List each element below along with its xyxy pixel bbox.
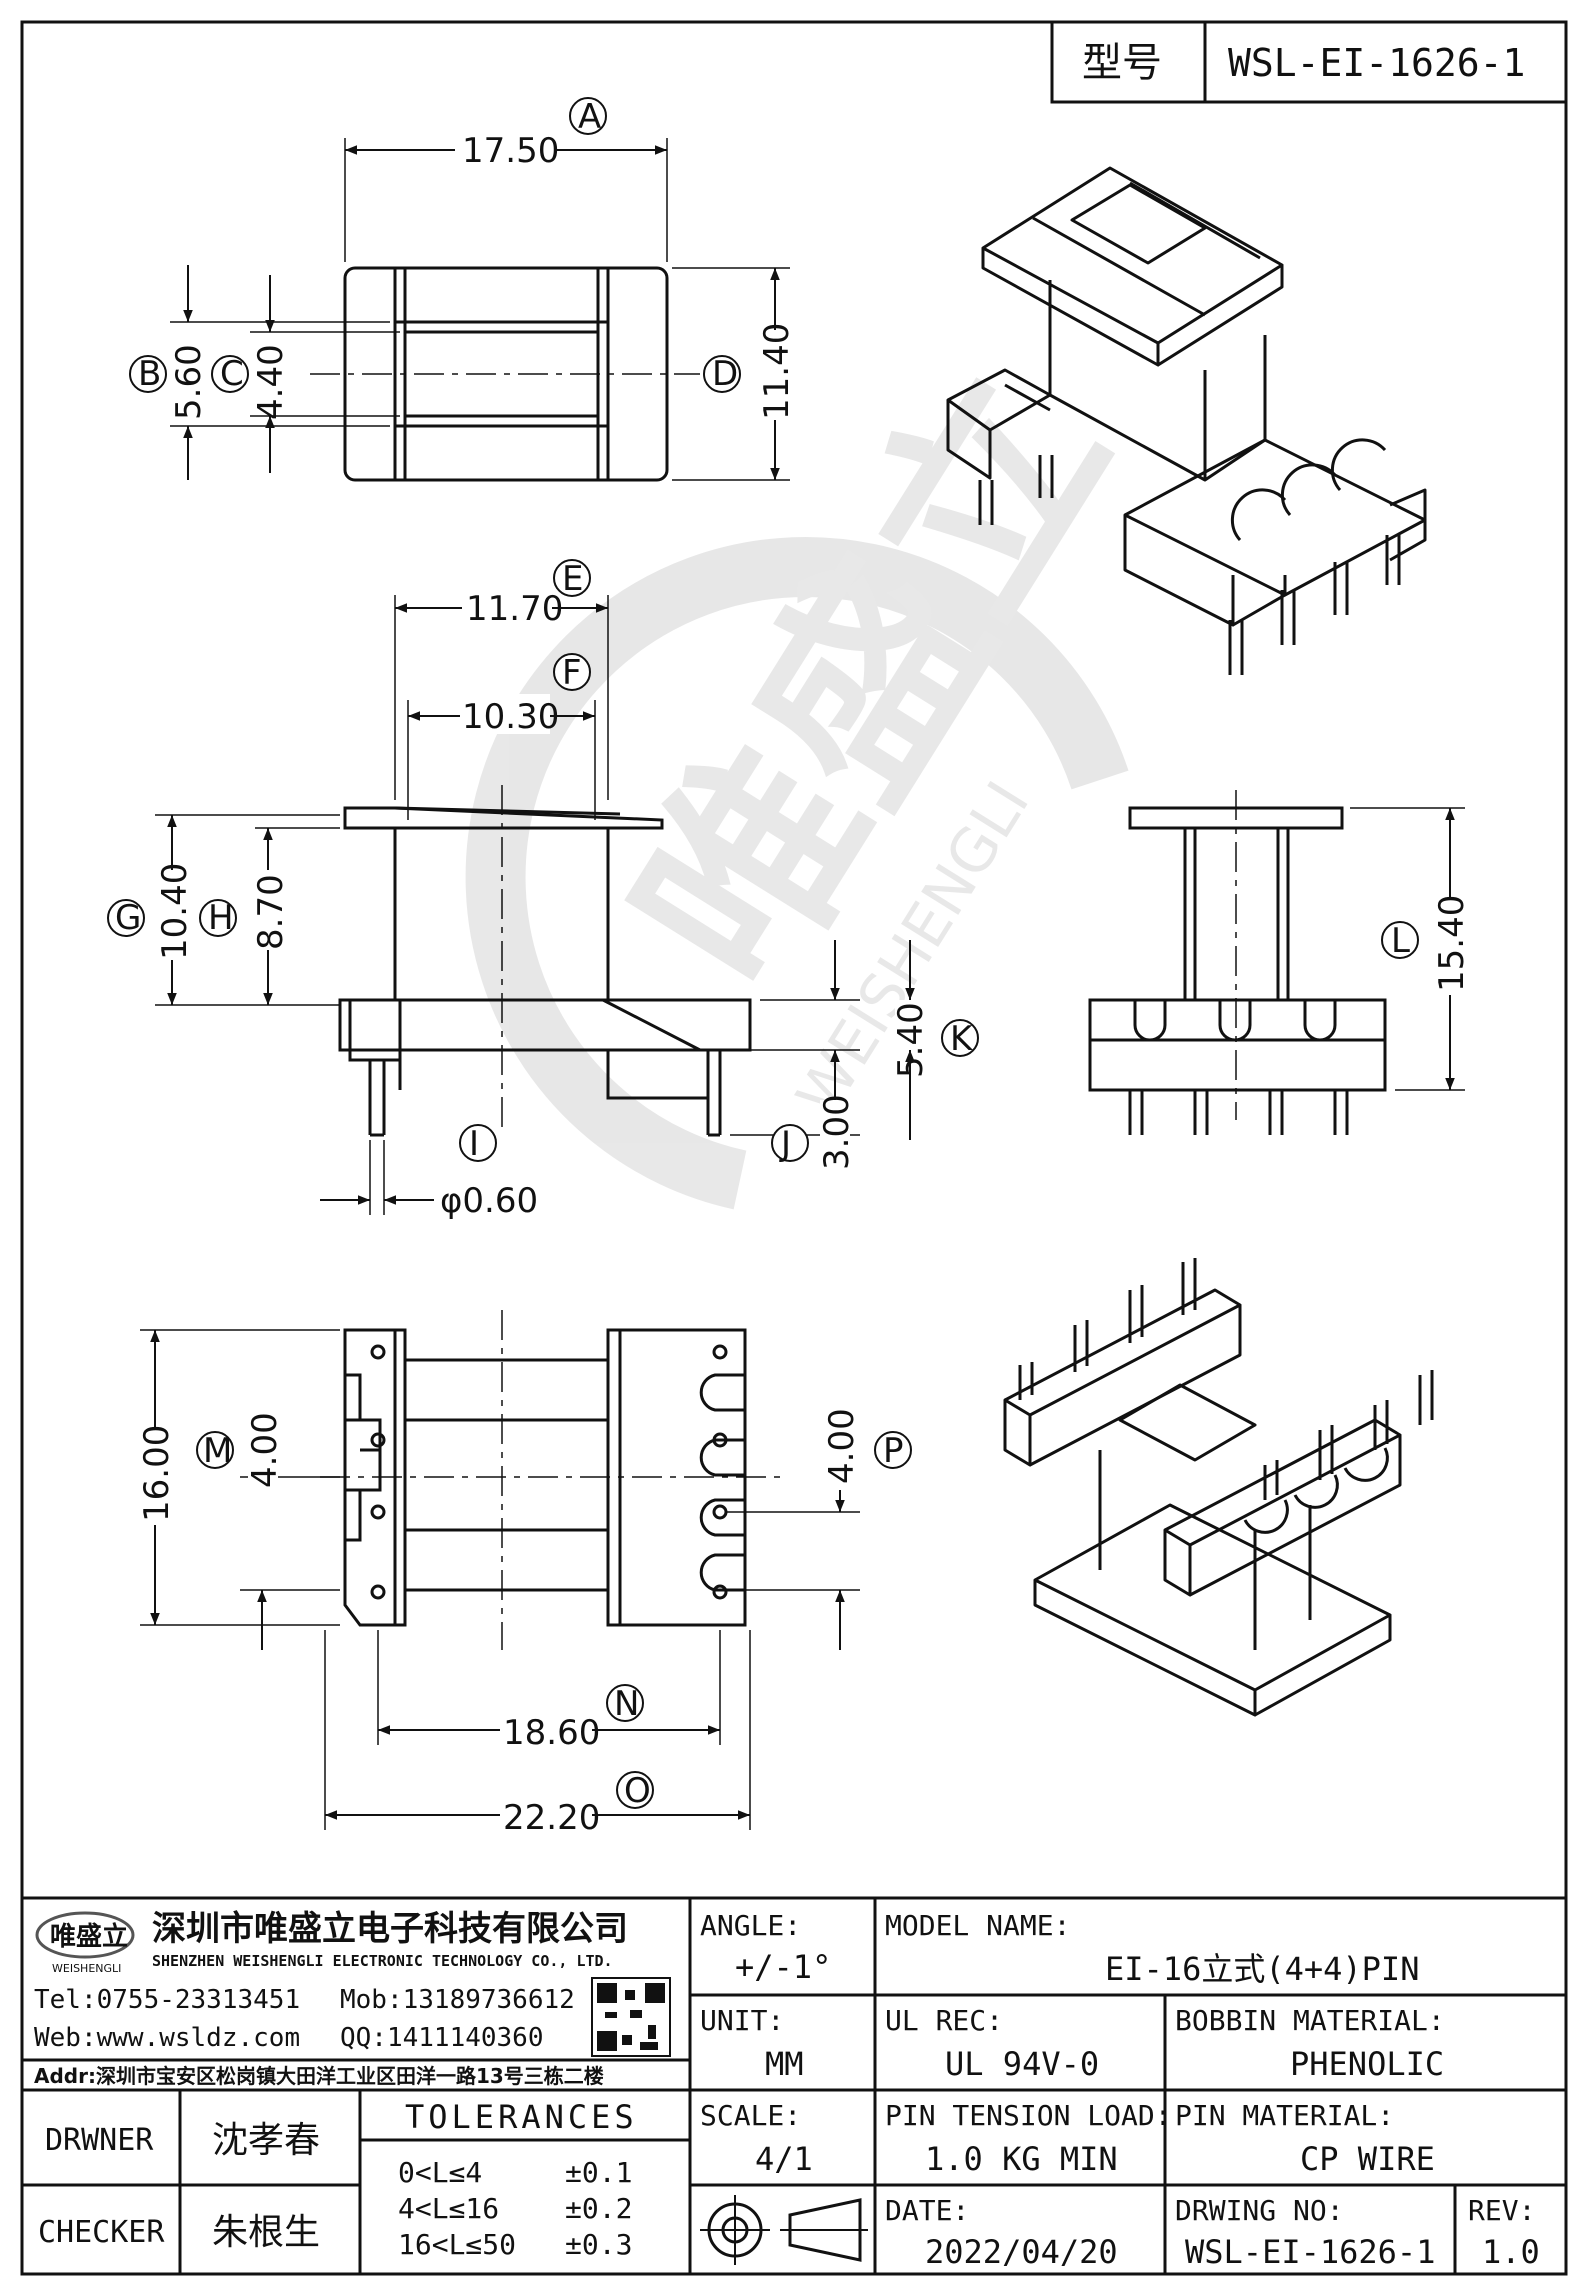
dim-o-letter: O — [624, 1771, 651, 1811]
dim-d-value: 11.40 — [757, 323, 797, 420]
rev-label: REV: — [1468, 2194, 1535, 2227]
tolerance-range-3: 16<L≤50 — [398, 2228, 516, 2261]
company-logo-text: 唯盛立 — [50, 1921, 128, 1952]
company-name-en: SHENZHEN WEISHENGLI ELECTRONIC TECHNOLOG… — [152, 1952, 613, 1970]
dim-b-value: 5.60 — [169, 344, 209, 420]
dim-h-letter: H — [208, 898, 234, 938]
pin-material-label: PIN MATERIAL: — [1175, 2099, 1394, 2132]
dim-c-value: 4.40 — [251, 344, 291, 420]
model-name-label: MODEL NAME: — [885, 1909, 1070, 1942]
projection-symbol-icon — [700, 2195, 868, 2265]
tolerance-range-1: 0<L≤4 — [398, 2156, 482, 2189]
company-block: 唯盛立 WEISHENGLI 深圳市唯盛立电子科技有限公司 SHENZHEN W… — [34, 1909, 671, 2088]
front-view-labels: 11.70 E 10.30 F 10.40 G 8.70 H φ0.60 I 3… — [107, 559, 979, 1221]
unit-label: UNIT: — [700, 2004, 784, 2037]
dim-b-letter: B — [138, 354, 161, 394]
tolerance-value-1: ±0.1 — [565, 2156, 632, 2189]
dim-g-value: 10.40 — [155, 863, 195, 960]
company-name-cn: 深圳市唯盛立电子科技有限公司 — [152, 1909, 628, 1949]
dim-e-letter: E — [562, 559, 583, 599]
signature-cells: DRWNER 沈孝春 CHECKER 朱根生 TOLERANCES 0<L≤4 … — [38, 2098, 638, 2261]
pin-tension-value: 1.0 KG MIN — [925, 2140, 1118, 2178]
dim-m-total-value: 16.00 — [137, 1425, 177, 1522]
company-qq: QQ:1411140360 — [340, 2023, 544, 2053]
dim-a-value: 17.50 — [462, 131, 559, 171]
isometric-view-bottom — [1003, 1258, 1434, 1717]
drawer-name: 沈孝春 — [212, 2120, 320, 2161]
angle-label: ANGLE: — [700, 1909, 801, 1942]
dim-g-letter: G — [115, 898, 141, 938]
unit-value: MM — [765, 2045, 804, 2083]
dim-j-letter: J — [779, 1124, 791, 1164]
scale-value: 4/1 — [755, 2140, 813, 2178]
company-logo-sub: WEISHENGLI — [52, 1962, 121, 1975]
model-name-value: EI-16立式(4+4)PIN — [1105, 1950, 1419, 1988]
checker-name: 朱根生 — [212, 2212, 320, 2253]
drawing-no-label: DRWING NO: — [1175, 2194, 1344, 2227]
angle-value: +/-1° — [735, 1948, 831, 1986]
dim-l-letter: L — [1391, 921, 1410, 961]
tolerance-value-2: ±0.2 — [565, 2192, 632, 2225]
dim-i-value: φ0.60 — [440, 1181, 538, 1221]
dim-i-letter: I — [469, 1124, 479, 1164]
company-web: Web:www.wsldz.com — [34, 2023, 300, 2053]
top-view — [170, 138, 790, 482]
dim-f-value: 10.30 — [462, 697, 559, 737]
pin-tension-label: PIN TENSION LOAD: — [885, 2099, 1172, 2132]
dim-j-value: 3.00 — [817, 1094, 857, 1170]
dim-l-value: 15.40 — [1432, 895, 1472, 992]
dim-p-value: 4.00 — [822, 1408, 862, 1484]
sheet-border — [20, 20, 1568, 2276]
bobbin-value: PHENOLIC — [1290, 2045, 1444, 2083]
checker-label: CHECKER — [38, 2215, 165, 2250]
dim-p-letter: P — [883, 1431, 904, 1471]
drawer-label: DRWNER — [45, 2123, 154, 2158]
tolerances-label: TOLERANCES — [405, 2098, 638, 2136]
dim-m-value: 4.00 — [245, 1412, 285, 1488]
side-view — [1088, 790, 1465, 1135]
bottom-view — [140, 1310, 860, 1830]
dim-k-letter: K — [950, 1019, 974, 1059]
company-tel: Tel:0755-23313451 — [34, 1985, 300, 2015]
spec-column: ANGLE: +/-1° UNIT: MM SCALE: 4/1 — [700, 1909, 868, 2265]
company-mob: Mob:13189736612 — [340, 1985, 575, 2015]
qr-code-icon — [591, 1977, 671, 2057]
header-model-box: 型号 WSL-EI-1626-1 — [1050, 20, 1568, 104]
header-model-code: WSL-EI-1626-1 — [1228, 41, 1525, 85]
date-label: DATE: — [885, 2194, 969, 2227]
title-block — [22, 1896, 1566, 2274]
dim-m-letter: M — [203, 1431, 232, 1471]
tolerance-value-3: ±0.3 — [565, 2228, 632, 2261]
dim-n-value: 18.60 — [503, 1713, 600, 1753]
front-view — [155, 595, 860, 1215]
rev-value: 1.0 — [1482, 2233, 1540, 2271]
dim-c-letter: C — [220, 354, 244, 394]
scale-label: SCALE: — [700, 2099, 801, 2132]
dim-n-letter: N — [614, 1684, 639, 1724]
drawing-no-value: WSL-EI-1626-1 — [1185, 2233, 1435, 2271]
dim-h-value: 8.70 — [251, 874, 291, 950]
dim-a-letter: A — [578, 97, 601, 137]
dim-f-letter: F — [562, 653, 582, 693]
pin-material-value: CP WIRE — [1300, 2140, 1435, 2178]
ul-value: UL 94V-0 — [945, 2045, 1099, 2083]
tolerance-range-2: 4<L≤16 — [398, 2192, 499, 2225]
dim-d-letter: D — [712, 354, 738, 394]
detail-columns: MODEL NAME: EI-16立式(4+4)PIN UL REC: UL 9… — [885, 1909, 1540, 2271]
header-type-label: 型号 — [1082, 40, 1162, 86]
side-view-labels: 15.40 L — [1381, 895, 1472, 995]
top-view-labels: 17.50 A 5.60 B 4.40 C 11.40 D — [129, 97, 797, 420]
dim-o-value: 22.20 — [503, 1798, 600, 1838]
isometric-view-top — [946, 166, 1427, 675]
dim-e-value: 11.70 — [466, 589, 563, 629]
ul-label: UL REC: — [885, 2004, 1003, 2037]
company-logo-icon — [35, 1911, 135, 1959]
bobbin-label: BOBBIN MATERIAL: — [1175, 2004, 1445, 2037]
date-value: 2022/04/20 — [925, 2233, 1118, 2271]
bottom-view-labels: 16.00 M 4.00 4.00 P 18.60 N 22.20 O — [137, 1408, 912, 1838]
company-addr: Addr:深圳市宝安区松岗镇大田洋工业区田洋一路13号三栋二楼 — [34, 2064, 604, 2088]
